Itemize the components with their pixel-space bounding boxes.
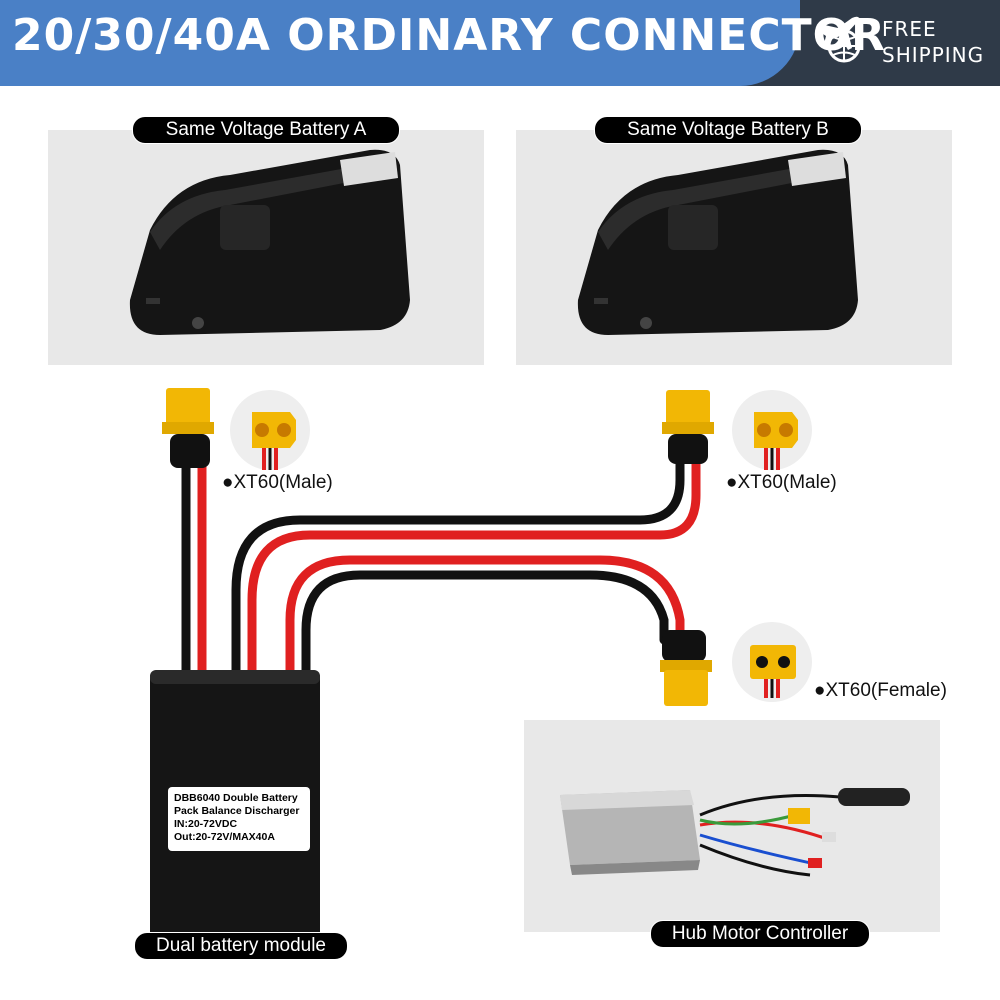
top-banner: 20/30/40A ORDINARY CONNECTOR FREE SHIPPI… [0, 0, 1000, 86]
banner-title-area: 20/30/40A ORDINARY CONNECTOR [0, 0, 885, 86]
xt60-female-face [732, 622, 812, 702]
connector-b-label: ●XT60(Male) [726, 472, 837, 493]
xt60-male-face-a [230, 390, 310, 470]
xt60-connector-output [660, 630, 712, 706]
battery-a-label: Same Voltage Battery A [132, 116, 400, 144]
module-sticker: DBB6040 Double Battery Pack Balance Disc… [168, 787, 310, 851]
battery-b-image [577, 149, 858, 335]
free-shipping-badge: FREE SHIPPING [818, 14, 998, 74]
module-label: Dual battery module [134, 932, 348, 960]
free-shipping-line1: FREE [882, 17, 937, 41]
xt60-connector-b [662, 390, 714, 464]
controller-label: Hub Motor Controller [650, 920, 870, 948]
wires [181, 450, 701, 685]
hub-motor-controller-image [560, 788, 910, 877]
sticker-line2: Pack Balance Discharger [174, 805, 300, 817]
connector-a-label: ●XT60(Male) [222, 472, 333, 493]
connector-output-label: ●XT60(Female) [814, 680, 947, 701]
xt60-connector-a [162, 388, 214, 468]
free-shipping-text: FREE SHIPPING [882, 16, 984, 68]
free-shipping-line2: SHIPPING [882, 43, 985, 67]
xt60-male-face-b [732, 390, 812, 470]
page-title: 20/30/40A ORDINARY CONNECTOR [12, 10, 886, 61]
sticker-line1: DBB6040 Double Battery [174, 792, 298, 804]
battery-a-image [129, 149, 410, 335]
sticker-line3: IN:20-72VDC [174, 818, 238, 830]
battery-b-label: Same Voltage Battery B [594, 116, 862, 144]
airplane-globe-icon [820, 16, 861, 63]
sticker-line4: Out:20-72V/MAX40A [174, 831, 275, 843]
